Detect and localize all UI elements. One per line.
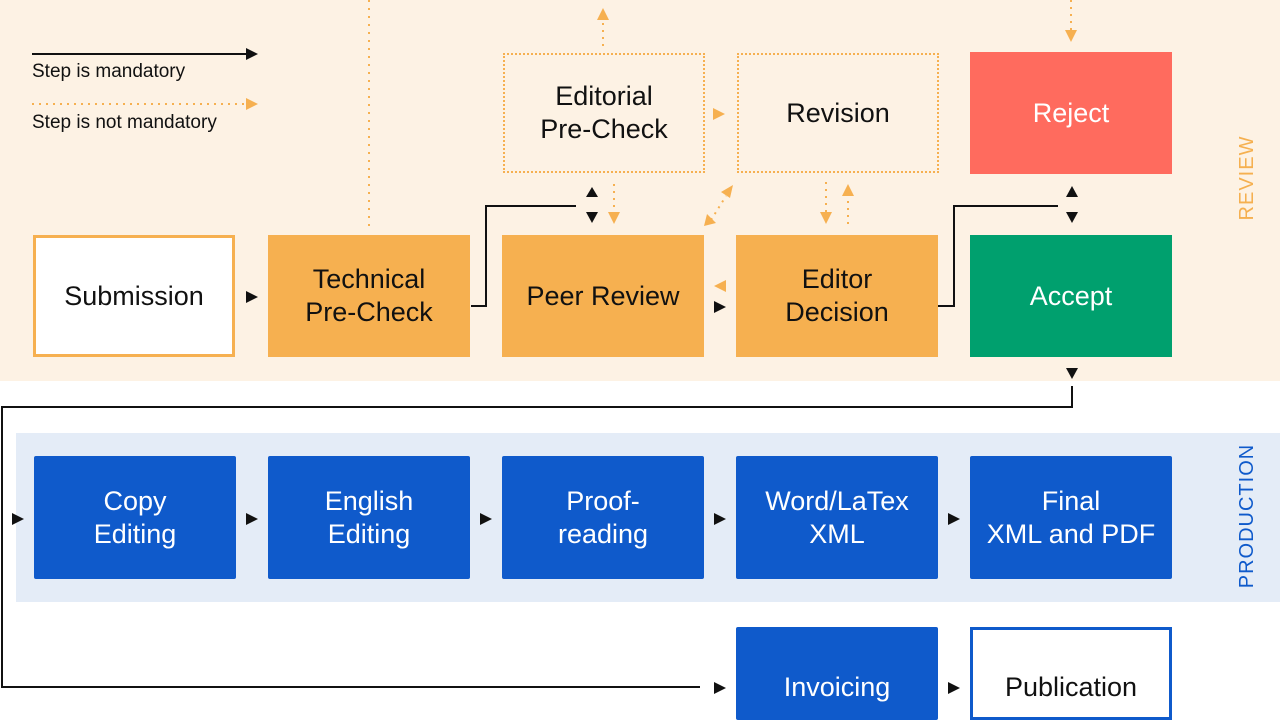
arrow-to-copy-editing xyxy=(12,513,24,525)
arrow-to-final xyxy=(948,513,960,525)
publication-step: Publication xyxy=(970,627,1172,720)
editor-decision-step: Editor Decision xyxy=(736,235,938,357)
invoicing-step: Invoicing xyxy=(736,627,938,720)
reject-step: Reject xyxy=(970,52,1172,174)
dotted-editorial-down-arrowhead xyxy=(608,212,620,224)
proofreading-step: Proof- reading xyxy=(502,456,704,579)
word-latex-xml-step: Word/LaTex XML xyxy=(736,456,938,579)
dotted-editorial-up-arrowhead xyxy=(597,8,609,20)
arrow-down-accept xyxy=(1066,212,1078,223)
revision-step: Revision xyxy=(737,53,939,173)
arrow-up-peer-review xyxy=(586,187,598,197)
dotted-arrow-to-revision xyxy=(713,108,725,120)
submission-step: Submission xyxy=(33,235,235,357)
legend-dotted-arrowhead xyxy=(246,98,258,110)
arrow-to-proofreading xyxy=(480,513,492,525)
arrow-to-word-latex xyxy=(714,513,726,525)
legend-optional-label: Step is not mandatory xyxy=(32,112,217,133)
arrow-down-from-accept xyxy=(1066,368,1078,379)
copy-editing-step: Copy Editing xyxy=(34,456,236,579)
editorial-precheck-step: Editorial Pre-Check xyxy=(503,53,705,173)
arrow-up-reject xyxy=(1066,186,1078,197)
peer-review-step: Peer Review xyxy=(502,235,704,357)
dotted-diagonal-arrowhead-top xyxy=(721,185,733,198)
dotted-reject-top-arrowhead xyxy=(1065,30,1077,42)
dotted-arrow-to-peer-review xyxy=(714,280,726,292)
legend-solid-arrowhead xyxy=(246,48,258,60)
dotted-diagonal-arrowhead-bottom xyxy=(704,214,716,226)
accept-step: Accept xyxy=(970,235,1172,357)
arrow-to-editor-decision xyxy=(714,301,726,313)
dotted-revision-up-arrowhead xyxy=(842,184,854,196)
arrow-to-english-editing xyxy=(246,513,258,525)
connector-accept-to-production xyxy=(1,386,1073,688)
dotted-diagonal-line xyxy=(710,195,727,221)
arrow-to-technical-precheck xyxy=(246,291,258,303)
final-xml-pdf-step: Final XML and PDF xyxy=(970,456,1172,579)
connector-decision-to-outcome xyxy=(938,205,1058,307)
connector-precheck-to-peer-review xyxy=(471,205,576,307)
dotted-revision-down-arrowhead xyxy=(820,212,832,224)
legend-mandatory-label: Step is mandatory xyxy=(32,61,186,82)
technical-precheck-step: Technical Pre-Check xyxy=(268,235,470,357)
english-editing-step: English Editing xyxy=(268,456,470,579)
arrow-to-publication xyxy=(948,682,960,694)
arrow-to-invoicing xyxy=(714,682,726,694)
arrow-down-peer-review xyxy=(586,212,598,223)
